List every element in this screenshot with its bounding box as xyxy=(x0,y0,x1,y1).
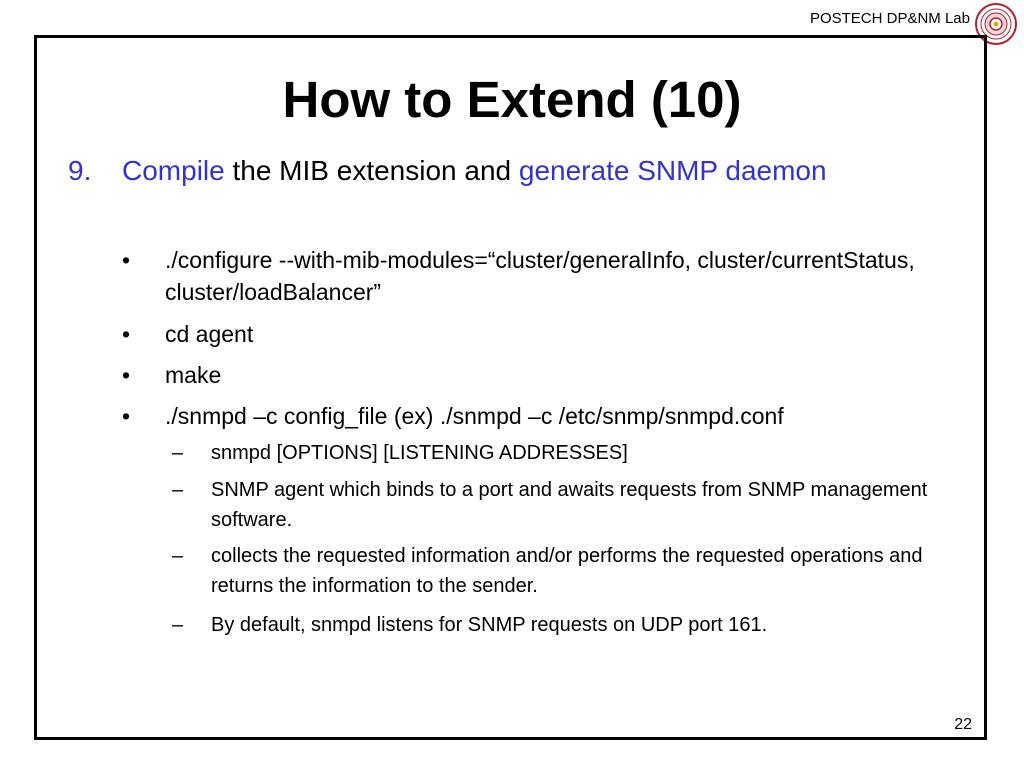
item-text: the MIB extension and xyxy=(224,155,519,186)
page-number: 22 xyxy=(954,716,972,733)
bullet-item: • make xyxy=(122,359,982,391)
bullet-item: • ./configure --with-mib-modules=“cluste… xyxy=(122,244,982,308)
bullet-marker: • xyxy=(122,247,131,273)
slide-title: How to Extend (10) xyxy=(282,71,742,128)
sub-bullet-item: – SNMP agent which binds to a port and a… xyxy=(172,475,972,535)
bullet-item: • cd agent xyxy=(122,318,982,350)
item-number: 9. xyxy=(68,155,92,186)
sub-bullet-text: snmpd [OPTIONS] [LISTENING ADDRESSES] xyxy=(211,442,628,464)
sub-bullet-marker: – xyxy=(172,614,184,636)
sub-bullet-text: collects the requested information and/o… xyxy=(211,545,923,597)
lab-name: POSTECH DP&NM Lab xyxy=(809,10,970,27)
sub-bullet-text: By default, snmpd listens for SNMP reque… xyxy=(211,614,768,636)
sub-bullet-item: – collects the requested information and… xyxy=(172,541,972,601)
bullet-text: ./configure --with-mib-modules=“cluster/… xyxy=(165,247,915,305)
bullet-item: • ./snmpd –c config_file (ex) ./snmpd –c… xyxy=(122,400,982,432)
sub-bullet-marker: – xyxy=(172,442,184,464)
sub-bullet-item: – By default, snmpd listens for SNMP req… xyxy=(172,610,972,640)
bullet-marker: • xyxy=(122,321,131,347)
sub-bullet-marker: – xyxy=(172,545,184,567)
item-highlight-generate: generate SNMP daemon xyxy=(518,155,827,186)
university-seal-icon xyxy=(975,3,1017,45)
item-highlight-compile: Compile xyxy=(122,155,225,186)
bullet-marker: • xyxy=(122,403,131,429)
bullet-text: make xyxy=(165,362,222,388)
sub-bullet-marker: – xyxy=(172,479,184,501)
sub-bullet-item: – snmpd [OPTIONS] [LISTENING ADDRESSES] xyxy=(172,438,972,468)
bullet-text: cd agent xyxy=(165,321,254,347)
bullet-marker: • xyxy=(122,362,131,388)
slide-frame xyxy=(34,35,987,740)
sub-bullet-text: SNMP agent which binds to a port and awa… xyxy=(211,479,928,531)
bullet-text: ./snmpd –c config_file (ex) ./snmpd –c /… xyxy=(165,403,784,429)
numbered-item: 9. Compile the MIB extension and generat… xyxy=(68,153,888,189)
